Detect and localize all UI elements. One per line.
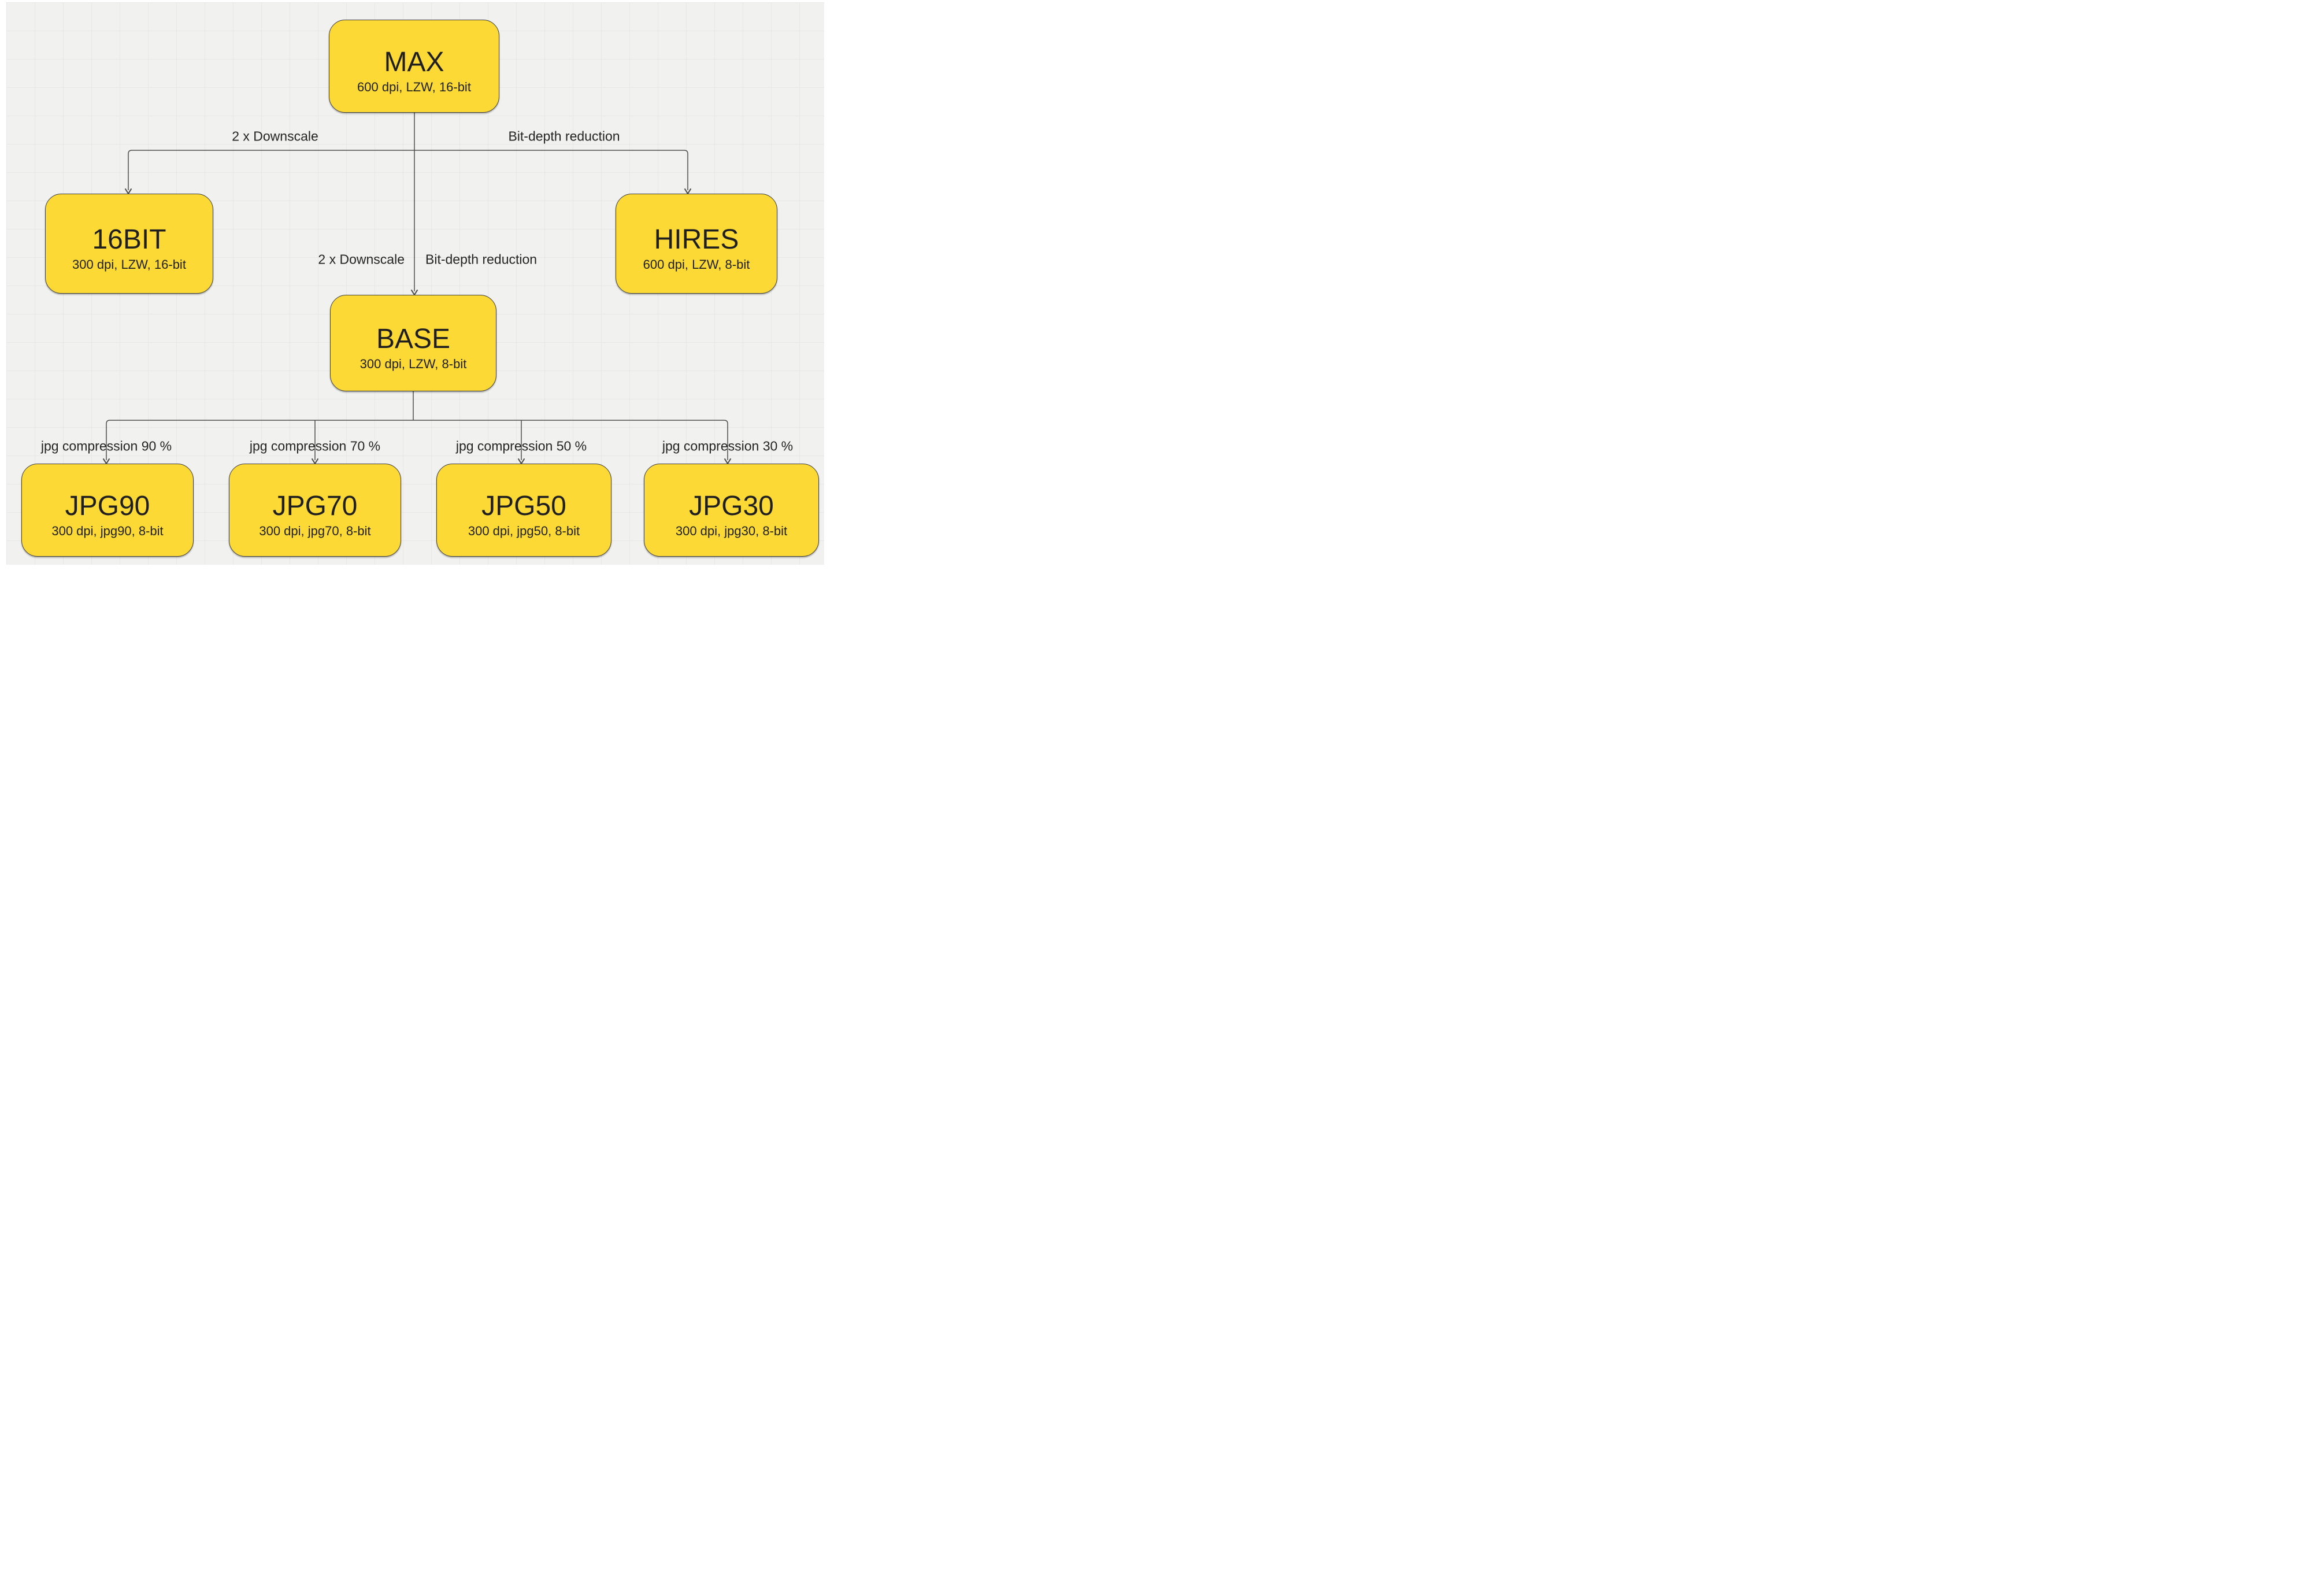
edge-label-bitdepth-top: Bit-depth reduction bbox=[508, 128, 620, 144]
node-subtitle: 300 dpi, jpg70, 8-bit bbox=[259, 523, 371, 538]
node-title: HIRES bbox=[654, 224, 739, 255]
node-title: JPG50 bbox=[481, 490, 566, 521]
node-title: JPG30 bbox=[689, 490, 774, 521]
node-subtitle: 300 dpi, LZW, 8-bit bbox=[359, 356, 467, 371]
node-jpg70: JPG70 300 dpi, jpg70, 8-bit bbox=[229, 464, 401, 557]
node-subtitle: 300 dpi, jpg30, 8-bit bbox=[675, 523, 788, 538]
node-subtitle: 300 dpi, jpg90, 8-bit bbox=[51, 523, 164, 538]
edge-label-jpg50: jpg compression 50 % bbox=[455, 438, 587, 454]
node-title: BASE bbox=[376, 323, 451, 354]
edge-label-downscale-top: 2 x Downscale bbox=[232, 128, 318, 144]
node-subtitle: 600 dpi, LZW, 16-bit bbox=[357, 79, 471, 94]
node-title: MAX bbox=[384, 46, 444, 77]
node-title: 16BIT bbox=[92, 224, 166, 255]
node-base: BASE 300 dpi, LZW, 8-bit bbox=[330, 295, 496, 391]
edge-label-jpg70: jpg compression 70 % bbox=[249, 438, 381, 454]
node-title: JPG90 bbox=[65, 490, 150, 521]
node-subtitle: 300 dpi, jpg50, 8-bit bbox=[468, 523, 580, 538]
node-jpg90: JPG90 300 dpi, jpg90, 8-bit bbox=[21, 464, 194, 557]
node-jpg50: JPG50 300 dpi, jpg50, 8-bit bbox=[436, 464, 611, 557]
node-max: MAX 600 dpi, LZW, 16-bit bbox=[329, 20, 499, 113]
edge-label-downscale-mid: 2 x Downscale bbox=[318, 251, 405, 267]
node-jpg30: JPG30 300 dpi, jpg30, 8-bit bbox=[644, 464, 819, 557]
diagram-canvas: 2 x Downscale Bit-depth reduction 2 x Do… bbox=[0, 0, 832, 572]
edge-label-bitdepth-mid: Bit-depth reduction bbox=[425, 251, 538, 267]
node-subtitle: 600 dpi, LZW, 8-bit bbox=[643, 257, 750, 272]
edge-label-jpg90: jpg compression 90 % bbox=[40, 438, 172, 454]
node-title: JPG70 bbox=[272, 490, 358, 521]
node-hires: HIRES 600 dpi, LZW, 8-bit bbox=[616, 194, 777, 294]
node-16bit: 16BIT 300 dpi, LZW, 16-bit bbox=[45, 194, 213, 294]
edge-label-jpg30: jpg compression 30 % bbox=[662, 438, 794, 454]
node-subtitle: 300 dpi, LZW, 16-bit bbox=[72, 257, 186, 272]
